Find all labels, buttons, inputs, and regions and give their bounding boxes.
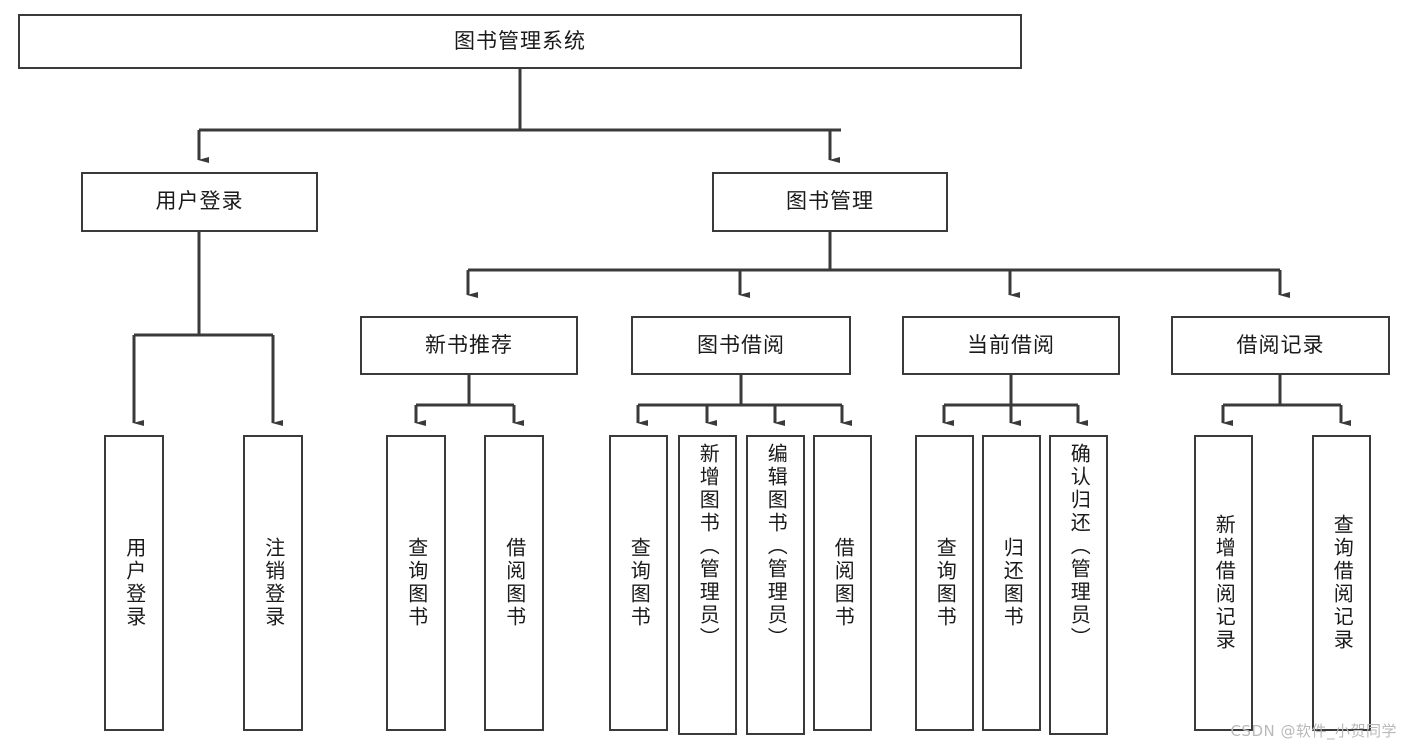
node-book-manage-label: 图书管理 — [786, 189, 874, 214]
node-new-book-rec[interactable]: 新书推荐 — [360, 316, 578, 375]
node-root[interactable]: 图书管理系统 — [18, 14, 1022, 69]
leaf-rec-borrow-label: 借阅图书 — [502, 537, 527, 629]
leaf-cb-confirm-label: 确认归还（管理员） — [1067, 443, 1092, 650]
node-root-label: 图书管理系统 — [454, 28, 586, 53]
leaf-br-query-label: 查询借阅记录 — [1330, 514, 1355, 652]
leaf-br-add[interactable]: 新增借阅记录 — [1194, 435, 1253, 731]
leaf-rec-query[interactable]: 查询图书 — [386, 435, 446, 731]
node-book-borrow[interactable]: 图书借阅 — [631, 316, 851, 375]
leaf-bb-edit[interactable]: 编辑图书（管理员） — [746, 435, 805, 735]
node-current-borrow[interactable]: 当前借阅 — [902, 316, 1120, 375]
leaf-logout-label: 注销登录 — [261, 537, 286, 629]
leaf-br-query[interactable]: 查询借阅记录 — [1312, 435, 1371, 731]
leaf-cb-query-label: 查询图书 — [933, 537, 958, 629]
leaf-bb-query-label: 查询图书 — [627, 537, 652, 629]
leaf-rec-borrow[interactable]: 借阅图书 — [484, 435, 544, 731]
node-book-manage[interactable]: 图书管理 — [712, 172, 948, 232]
node-book-borrow-label: 图书借阅 — [697, 332, 785, 357]
node-new-book-rec-label: 新书推荐 — [425, 332, 513, 357]
leaf-bb-edit-label: 编辑图书（管理员） — [764, 443, 789, 650]
node-user-login-label: 用户登录 — [155, 189, 244, 214]
leaf-cb-return[interactable]: 归还图书 — [982, 435, 1041, 731]
leaf-bb-query[interactable]: 查询图书 — [609, 435, 668, 731]
leaf-br-add-label: 新增借阅记录 — [1212, 514, 1237, 652]
leaf-cb-query[interactable]: 查询图书 — [915, 435, 974, 731]
leaf-cb-confirm[interactable]: 确认归还（管理员） — [1049, 435, 1108, 735]
node-borrow-record[interactable]: 借阅记录 — [1171, 316, 1390, 375]
leaf-bb-add[interactable]: 新增图书（管理员） — [678, 435, 737, 735]
leaf-logout[interactable]: 注销登录 — [243, 435, 303, 731]
leaf-rec-query-label: 查询图书 — [404, 537, 429, 629]
leaf-user-login[interactable]: 用户登录 — [104, 435, 164, 731]
node-current-borrow-label: 当前借阅 — [967, 332, 1055, 357]
leaf-bb-borrow-label: 借阅图书 — [831, 537, 856, 629]
leaf-cb-return-label: 归还图书 — [1000, 537, 1025, 629]
leaf-bb-borrow[interactable]: 借阅图书 — [813, 435, 872, 731]
leaf-user-login-label: 用户登录 — [122, 537, 147, 629]
leaf-bb-add-label: 新增图书（管理员） — [696, 443, 721, 650]
node-user-login[interactable]: 用户登录 — [81, 172, 318, 232]
node-borrow-record-label: 借阅记录 — [1236, 332, 1325, 357]
